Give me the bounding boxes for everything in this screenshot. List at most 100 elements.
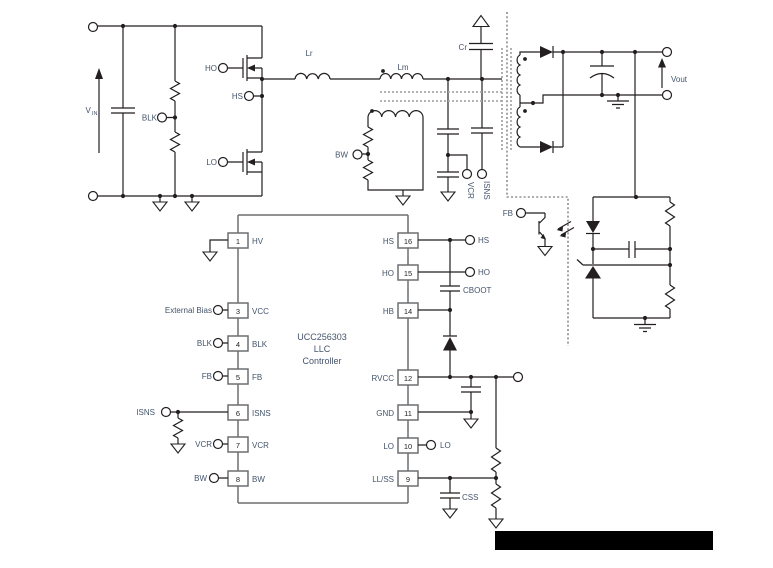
rvcc-divider-resistor-bottom [490, 483, 502, 509]
vin-plus-terminal [87, 21, 99, 33]
vin-minus-terminal [87, 190, 99, 202]
vin-sub-label: IN [92, 111, 98, 117]
hs-out-label: HS [478, 236, 489, 245]
lo-out-terminal [425, 439, 437, 451]
lo-label: LO [206, 158, 217, 167]
hs-label: HS [232, 92, 243, 101]
vcr-net-label: VCR [466, 182, 475, 199]
ho-out-label: HO [478, 268, 490, 277]
pin-number: 16 [404, 237, 412, 246]
pin-number: 10 [404, 442, 412, 451]
vout-plus-terminal [661, 46, 673, 58]
ground-icon [487, 518, 505, 529]
bw-net-label: BW [335, 151, 348, 160]
rectifier-diode-bottom [540, 141, 553, 153]
fb-divider-resistor-bottom [664, 284, 676, 310]
pin-number: 15 [404, 269, 412, 278]
blk-resistor-bottom [169, 131, 181, 153]
lm-label: Lm [397, 63, 408, 72]
blk-pin-terminal [212, 337, 224, 349]
ground-icon [441, 508, 459, 519]
vin-arrow [95, 68, 103, 79]
isns-resistor [172, 417, 184, 439]
hs-out-terminal [464, 234, 476, 246]
fb-pin-terminal [212, 370, 224, 382]
cboot-label: CBOOT [463, 286, 492, 295]
bw-winding-coil [367, 110, 424, 118]
light-arrow-icon [559, 232, 566, 238]
bw-terminal [352, 149, 363, 160]
rail-arrow-icon [471, 14, 491, 28]
pin-label-hb: HB [383, 307, 394, 316]
cr-label: Cr [459, 43, 468, 52]
isns-capacitor [471, 79, 493, 170]
vout-label: Vout [671, 75, 688, 84]
hs-node-terminal [243, 90, 255, 102]
pin-label-gnd: GND [376, 409, 394, 418]
pin-number: 12 [404, 374, 412, 383]
vcr-terminal [461, 168, 473, 180]
cr-capacitor [469, 26, 493, 79]
pin-number: 9 [406, 475, 410, 484]
ground-icon [183, 201, 201, 212]
fb-divider-resistor-top [664, 201, 676, 227]
isns-terminal-label: ISNS [136, 408, 155, 417]
ic-right-externals: HS HO LO CBOOT CSS [418, 234, 524, 529]
lo-out-label: LO [440, 441, 451, 450]
ic-title-line3: Controller [302, 356, 341, 366]
vcr-pin-terminal [212, 438, 224, 450]
ho-label: HO [205, 64, 217, 73]
ic-title-line1: UCC256303 [297, 332, 347, 342]
pin-number: 5 [236, 373, 240, 382]
ic-left-externals: External Bias BLK FB ISNS VCR BW [136, 239, 228, 484]
light-arrow-icon [556, 226, 563, 232]
output-capacitor [589, 52, 615, 95]
resonant-tank: Lr Lm Cr VCR ISNS [294, 14, 502, 202]
vin-label: V [86, 106, 92, 115]
fb-opto-label: FB [503, 209, 513, 218]
ho-gate-terminal [217, 62, 229, 74]
pin-number: 11 [404, 409, 412, 418]
polarity-dot-icon [523, 57, 527, 61]
pin-label-vcc: VCC [252, 307, 269, 316]
bw-resistor-top [362, 126, 374, 148]
bw-aux-winding: BW [335, 109, 424, 206]
mosfet-body-arrow-icon [247, 64, 255, 72]
lm-inductor [379, 73, 424, 80]
pin-label-vcr: VCR [252, 441, 269, 450]
vcr-terminal-label: VCR [195, 440, 212, 449]
vout-arrow [658, 58, 666, 68]
pin-label-blk: BLK [252, 340, 268, 349]
pin-number: 1 [236, 237, 240, 246]
external-bias-label: External Bias [165, 306, 212, 315]
lo-gate-terminal [217, 156, 229, 168]
fb-terminal-label: FB [202, 372, 212, 381]
polarity-dot-icon [381, 69, 385, 73]
isns-pin-terminal [160, 406, 172, 418]
polarity-dot-icon [523, 109, 527, 113]
blk-net-label: BLK [142, 114, 158, 123]
blk-terminal [156, 112, 168, 123]
mosfet-body-arrow-icon [247, 158, 255, 166]
rvcc-terminal [512, 371, 524, 383]
pin-label-isns: ISNS [252, 409, 271, 418]
vout-minus-terminal [661, 89, 673, 101]
secondary-winding-bottom [516, 106, 522, 148]
rectifier-diode-top [540, 46, 553, 58]
shunt-regulator [585, 266, 601, 279]
ground-icon [394, 195, 412, 206]
transformer-core [380, 12, 569, 346]
ground-icon [536, 245, 554, 257]
isolation-boundary [506, 12, 569, 346]
pin-number: 3 [236, 307, 240, 316]
pin-label-bw: BW [252, 475, 265, 484]
ic-title-line2: LLC [314, 344, 331, 354]
pin-label-hs: HS [383, 237, 394, 246]
pin-label-rvcc: RVCC [371, 374, 394, 383]
blk-terminal-label: BLK [197, 339, 213, 348]
isns-terminal [476, 168, 488, 180]
opto-led-diode [586, 221, 600, 233]
pin-label-hv: HV [252, 237, 264, 246]
bw-resistor-bottom [362, 159, 374, 181]
pin-label-lo: LO [383, 442, 394, 451]
